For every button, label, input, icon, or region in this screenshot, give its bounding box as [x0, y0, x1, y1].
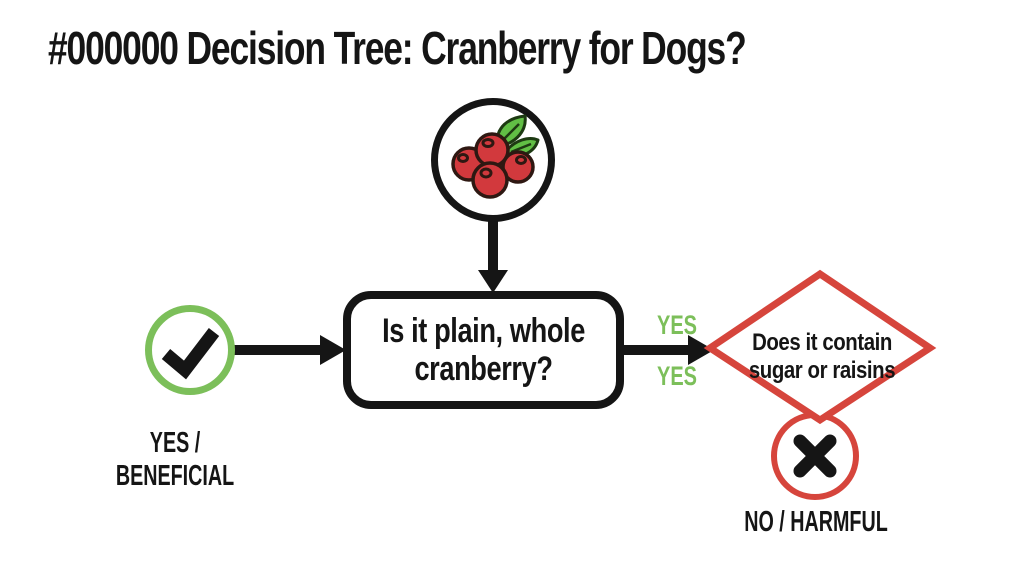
arrowhead-down-icon: [478, 270, 508, 293]
decision-diamond-node: [703, 269, 937, 425]
question-box-node: Is it plain, whole cranberry?: [343, 291, 624, 409]
edge-label-yes-top: YES: [657, 310, 697, 340]
question-box-label: Is it plain, whole cranberry?: [378, 312, 590, 388]
yes-beneficial-label: YES / BENEFICIAL: [115, 427, 235, 492]
question-line-2: cranberry?: [414, 350, 553, 388]
arrowhead-right-icon: [688, 335, 714, 365]
edge-label-yes-bottom: YES: [657, 361, 697, 391]
arrowhead-right-icon: [320, 335, 346, 365]
no-harmful-label: NO / HARMFUL: [744, 506, 888, 538]
diamond-label: Does it contain sugar or raisins: [737, 329, 907, 386]
checkmark-icon: [161, 328, 220, 380]
question-line-1: Is it plain, whole: [382, 311, 585, 350]
cranberries-icon: [451, 114, 540, 199]
cranberry-start-node: [431, 98, 555, 222]
diamond-line-2: sugar or raisins: [748, 357, 896, 385]
diamond-shape: [703, 269, 937, 425]
page-title: #000000 Decision Tree: Cranberry for Dog…: [48, 22, 747, 74]
diamond-line-1: Does it contain: [752, 329, 892, 356]
check-node: [145, 305, 235, 395]
x-icon: [793, 434, 837, 478]
